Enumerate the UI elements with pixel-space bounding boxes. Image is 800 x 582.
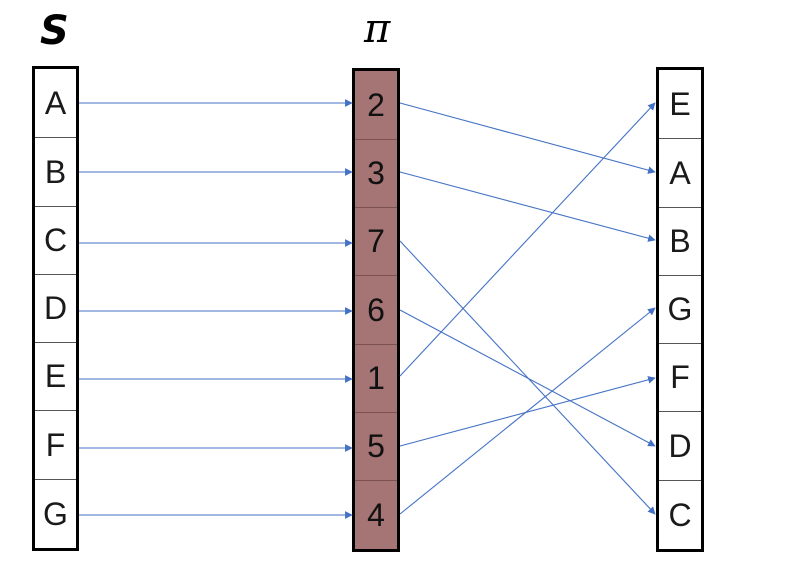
output-cell-label: C bbox=[668, 496, 692, 533]
permutation-cell-label: 5 bbox=[367, 428, 385, 464]
source-cell-label: G bbox=[43, 495, 68, 532]
source-cell-label: C bbox=[43, 222, 68, 258]
output-cell: G bbox=[659, 276, 701, 343]
permutation-header: π bbox=[364, 6, 391, 52]
output-cell-label: A bbox=[669, 154, 691, 191]
source-column: A B C D E F G bbox=[32, 66, 79, 551]
permutation-to-output-arrow bbox=[399, 376, 656, 447]
source-header: S bbox=[40, 8, 69, 54]
output-cell-label: D bbox=[668, 427, 692, 464]
source-cell-label: E bbox=[44, 358, 67, 394]
permutation-cell-label: 3 bbox=[367, 155, 385, 191]
output-cell: A bbox=[659, 139, 701, 207]
output-cell: E bbox=[659, 70, 701, 138]
output-cell-label: E bbox=[669, 85, 691, 122]
source-cell: G bbox=[35, 480, 76, 548]
source-cell: D bbox=[35, 275, 76, 342]
output-cell: C bbox=[659, 481, 701, 549]
source-cell-label: D bbox=[43, 290, 68, 326]
output-cell: F bbox=[659, 344, 701, 411]
permutation-cell-label: 2 bbox=[367, 86, 385, 123]
permutation-cell-label: 1 bbox=[367, 360, 385, 396]
source-cell: B bbox=[35, 138, 76, 206]
permutation-cell: 6 bbox=[355, 276, 397, 344]
output-column: E A B G F D C bbox=[656, 67, 704, 552]
permutation-to-output-arrow bbox=[399, 309, 656, 447]
permutation-cell-label: 6 bbox=[367, 291, 385, 328]
permutation-cell: 7 bbox=[355, 208, 397, 275]
permutation-to-output-arrow bbox=[399, 171, 656, 242]
source-cell-label: A bbox=[44, 84, 67, 121]
permutation-cell: 4 bbox=[355, 481, 397, 549]
source-cell: E bbox=[35, 343, 76, 410]
permutation-to-output-arrow bbox=[399, 307, 656, 515]
permutation-cell-label: 4 bbox=[367, 496, 385, 533]
output-cell-label: G bbox=[667, 291, 693, 327]
output-cell: D bbox=[659, 412, 701, 480]
permutation-cell: 1 bbox=[355, 345, 397, 412]
output-cell-label: F bbox=[670, 359, 690, 395]
permutation-cell: 2 bbox=[355, 71, 397, 139]
source-cell-label: F bbox=[45, 426, 66, 463]
source-cell: C bbox=[35, 207, 76, 274]
source-cell: F bbox=[35, 411, 76, 479]
permutation-to-output-arrow bbox=[399, 102, 656, 174]
permutation-cell: 5 bbox=[355, 413, 397, 480]
output-cell-label: B bbox=[669, 223, 691, 259]
permutation-cell: 3 bbox=[355, 140, 397, 207]
source-cell-label: B bbox=[44, 153, 67, 190]
output-cell: B bbox=[659, 208, 701, 275]
permutation-to-output-arrow bbox=[399, 102, 656, 377]
permutation-column: 2 3 7 6 1 5 4 bbox=[352, 68, 400, 552]
permutation-cell-label: 7 bbox=[367, 223, 385, 259]
source-cell: A bbox=[35, 69, 76, 137]
